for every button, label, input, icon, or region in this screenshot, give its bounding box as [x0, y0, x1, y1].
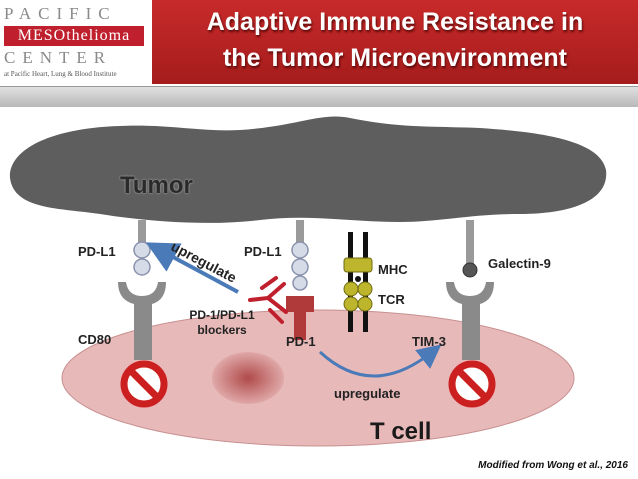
pd-1-pd-l1-blocker-antibody [248, 276, 288, 324]
upregulate-label-bottom: upregulate [334, 386, 401, 401]
pd-l1-label-right: PD-L1 [244, 244, 282, 259]
tim-3-label: TIM-3 [412, 334, 446, 349]
slide-title-line-2: the Tumor Microenvironment [222, 44, 567, 72]
cd80-receptor [118, 282, 166, 360]
galectin-9-ligand [462, 220, 478, 278]
tumor-label: Tumor [120, 172, 193, 199]
mhc-label: MHC [378, 262, 408, 277]
galectin-9-label: Galectin-9 [488, 256, 551, 271]
slide-title: Adaptive Immune Resistance in the Tumor … [152, 4, 638, 76]
pd-1-label: PD-1 [286, 334, 316, 349]
pd-l1-label-left: PD-L1 [78, 244, 116, 259]
mhc-tcr-complex [343, 232, 373, 332]
blockers-label: PD-1/PD-L1 blockers [176, 308, 268, 338]
tcr-label: TCR [378, 292, 405, 307]
logo-line-pacific: PACIFIC [4, 4, 117, 23]
pd-l1-receptor-right [291, 220, 309, 291]
cd80-label: CD80 [78, 332, 112, 347]
pd-l1-receptor-left [133, 220, 151, 276]
pd-1-receptor [286, 296, 314, 340]
header-divider-bar [0, 86, 638, 107]
title-banner [152, 0, 638, 84]
pacific-mesothelioma-center-logo: PACIFIC MESOthelioma CENTER at Pacific H… [0, 0, 148, 84]
logo-line-mesothelioma: MESOthelioma [4, 26, 144, 46]
tim-3-receptor [446, 282, 494, 360]
t-cell-nucleus [212, 352, 284, 404]
blockers-label-line-1: PD-1/PD-L1 [189, 308, 255, 322]
prohibited-icon-left [120, 360, 168, 408]
t-cell-body [61, 309, 575, 447]
t-cell-label: T cell [370, 418, 432, 445]
logo-line-institute: at Pacific Heart, Lung & Blood Institute [4, 70, 117, 78]
tumor-cell-body [9, 116, 607, 223]
upregulate-arrow-bottom [318, 344, 442, 378]
logo-line-center: CENTER [4, 48, 113, 67]
source-credit: Modified from Wong et al., 2016 [478, 460, 628, 471]
slide-title-line-1: Adaptive Immune Resistance in [206, 8, 584, 36]
prohibited-icon-right [448, 360, 496, 408]
upregulate-arrow-top [145, 242, 239, 294]
blockers-label-line-2: blockers [197, 323, 247, 337]
